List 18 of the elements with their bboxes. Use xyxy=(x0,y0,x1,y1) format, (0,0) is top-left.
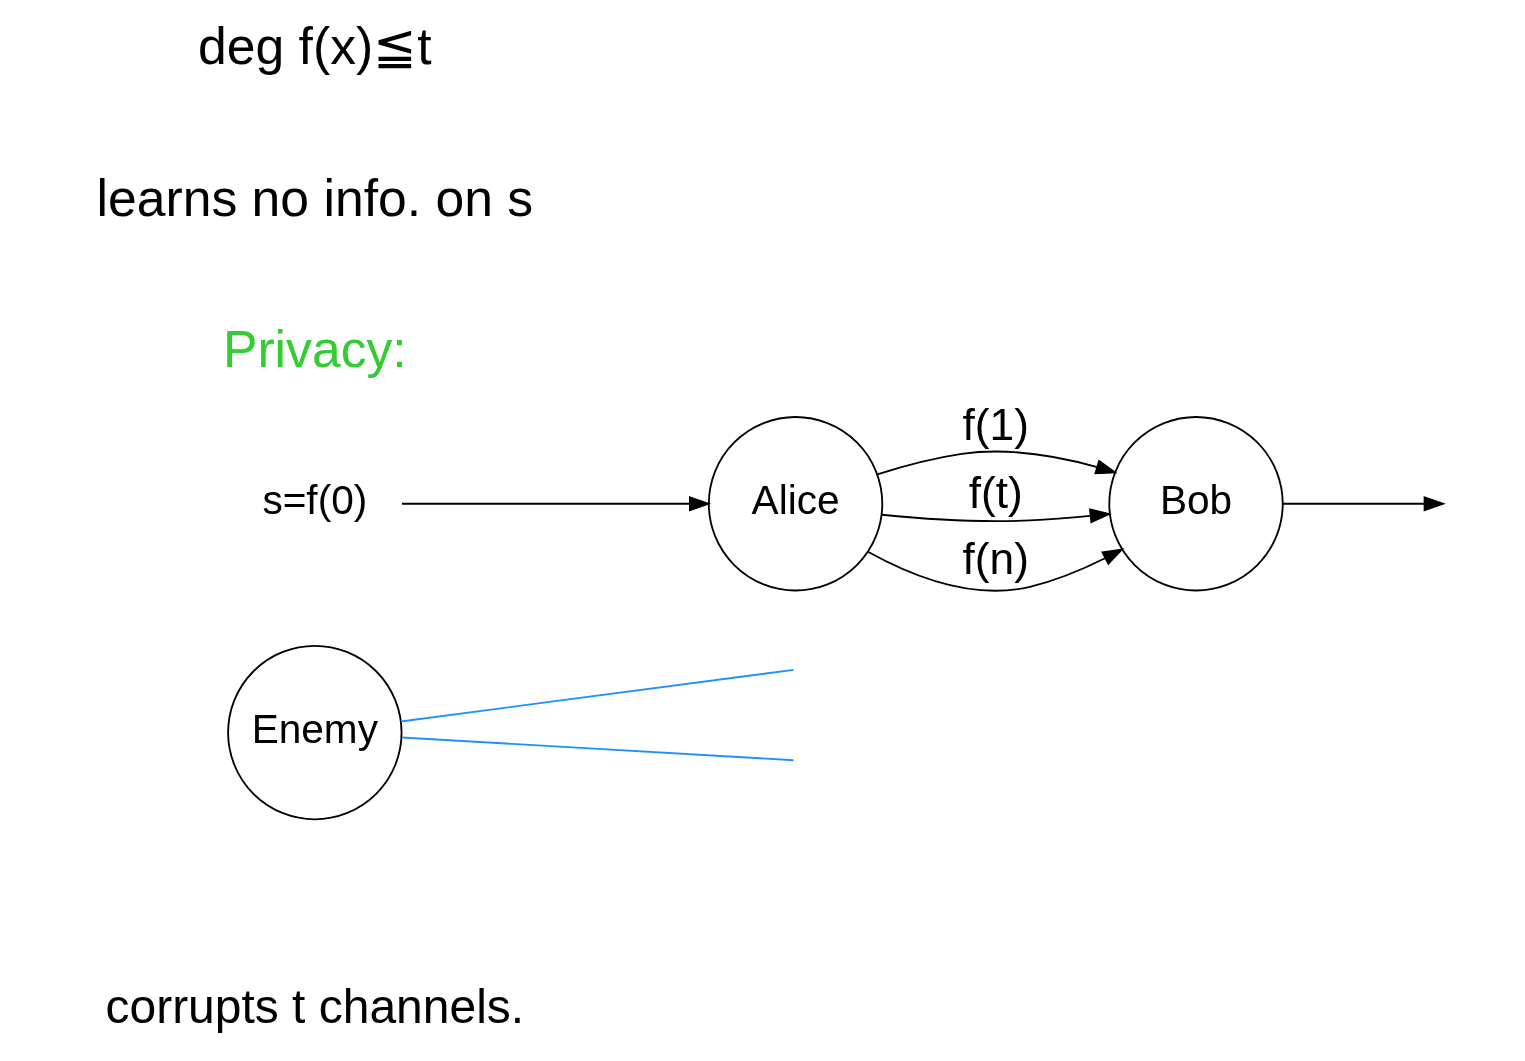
node-circle: Alice xyxy=(707,416,883,592)
arrow xyxy=(875,450,1118,476)
label: Privacy: xyxy=(222,320,407,378)
node-circle: Bob xyxy=(1107,416,1284,592)
node-circle: Enemy xyxy=(226,644,402,821)
edge-label: f(t) xyxy=(968,467,1023,517)
arrow xyxy=(400,495,711,512)
edge-label: f(n) xyxy=(962,534,1029,584)
label: deg f(x)≦t xyxy=(197,17,432,76)
arrow xyxy=(880,508,1112,524)
label: learns no info. on s xyxy=(96,168,533,227)
connector xyxy=(399,668,794,723)
node-text: s=f(0) xyxy=(261,477,367,524)
arrow xyxy=(1281,495,1446,512)
edge-label: f(1) xyxy=(962,399,1029,449)
node-label: corrupts t channels. xyxy=(105,979,524,1033)
connector xyxy=(400,736,794,762)
arrow xyxy=(866,548,1124,592)
